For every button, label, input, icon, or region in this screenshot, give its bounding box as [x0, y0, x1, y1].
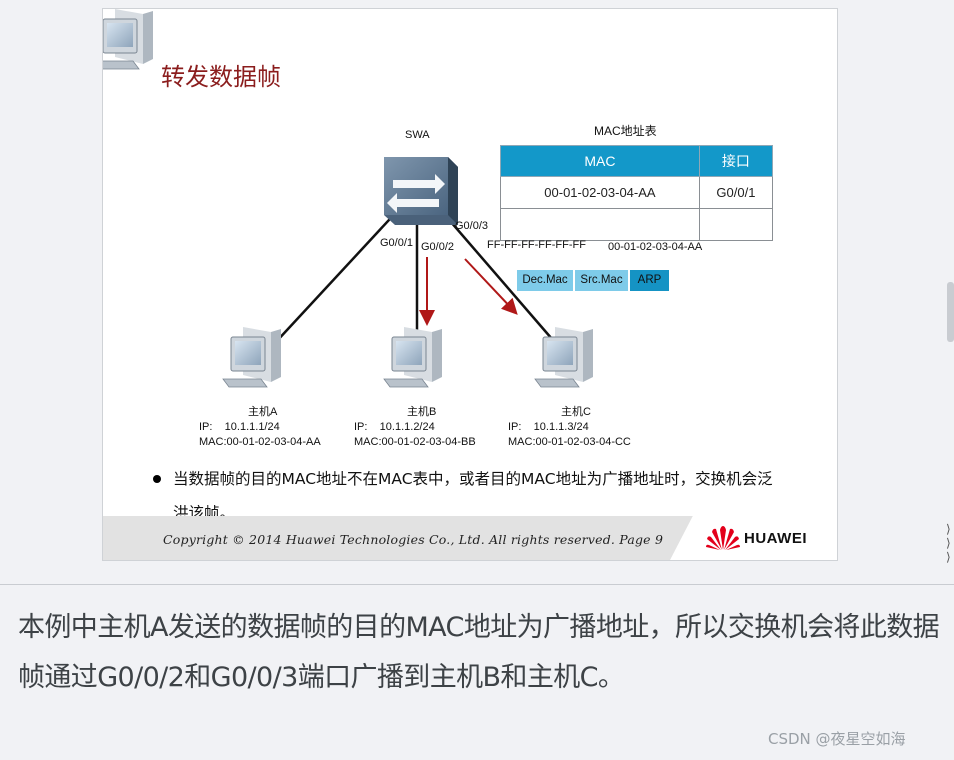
table-cell: [698, 208, 774, 241]
side-arrow-icon: ⟩⟩⟩: [946, 522, 951, 564]
table-cell: 00-01-02-03-04-AA: [500, 176, 700, 209]
switch-icon: [384, 157, 458, 225]
frame-dst-value: FF-FF-FF-FF-FF-FF: [487, 239, 586, 251]
host-a-icon: [222, 326, 282, 388]
frame-field-src: Src.Mac: [575, 270, 628, 291]
huawei-logo-icon: [706, 526, 740, 550]
port-label-g3: G0/0/3: [455, 220, 489, 232]
host-b-mac: MAC:00-01-02-03-04-BB: [354, 436, 476, 448]
slide: 转发数据帧: [102, 8, 838, 561]
divider: [0, 584, 954, 585]
computer-icon: [103, 9, 153, 70]
watermark: CSDN @夜星空如海: [768, 730, 906, 748]
table-header-mac: MAC: [500, 145, 700, 177]
link-swa-hosta: [274, 206, 402, 344]
host-a-name: 主机A: [248, 406, 278, 418]
link-swa-hostc: [437, 206, 553, 340]
frame-field-dst: Dec.Mac: [517, 270, 573, 291]
host-b-name: 主机B: [407, 406, 437, 418]
host-c-name: 主机C: [561, 406, 591, 418]
table-cell: [500, 208, 700, 241]
host-a-ip: IP: 10.1.1.1/24: [199, 421, 280, 433]
frame-src-value: 00-01-02-03-04-AA: [608, 241, 703, 253]
bullet-icon: [153, 475, 161, 483]
table-header-port: 接口: [698, 145, 774, 177]
flood-arrow-g3: [464, 258, 518, 315]
slide-title: 转发数据帧: [161, 63, 281, 91]
mac-address-table: MAC 接口 00-01-02-03-04-AA G0/0/1: [500, 145, 774, 241]
brand-name: HUAWEI: [744, 530, 807, 547]
port-label-g1: G0/0/1: [380, 237, 414, 249]
frame-field-arp: ARP: [630, 270, 669, 291]
host-c-icon: [534, 326, 594, 388]
port-label-g2: G0/0/2: [421, 241, 455, 253]
switch-label: SWA: [405, 129, 430, 141]
scrollbar-handle[interactable]: [947, 282, 954, 342]
article-caption: 本例中主机A发送的数据帧的目的MAC地址为广播地址，所以交换机会将此数据帧通过G…: [18, 612, 940, 693]
footer-logo-area: [669, 516, 837, 560]
table-row: [500, 208, 774, 241]
host-b-icon: [383, 326, 443, 388]
copyright-text: Copyright © 2014 Huawei Technologies Co.…: [163, 532, 664, 547]
table-cell: G0/0/1: [698, 176, 774, 209]
table-header-row: MAC 接口: [500, 145, 774, 177]
host-c-mac: MAC:00-01-02-03-04-CC: [508, 436, 631, 448]
bullet-text: 当数据帧的目的MAC地址不在MAC表中，或者目的MAC地址为广播地址时，交换机会…: [173, 470, 773, 522]
mac-table-title: MAC地址表: [594, 124, 657, 138]
network-diagram: [103, 9, 594, 388]
host-a-mac: MAC:00-01-02-03-04-AA: [199, 436, 321, 448]
table-row: 00-01-02-03-04-AA G0/0/1: [500, 176, 774, 209]
host-c-ip: IP: 10.1.1.3/24: [508, 421, 589, 433]
host-b-ip: IP: 10.1.1.2/24: [354, 421, 435, 433]
